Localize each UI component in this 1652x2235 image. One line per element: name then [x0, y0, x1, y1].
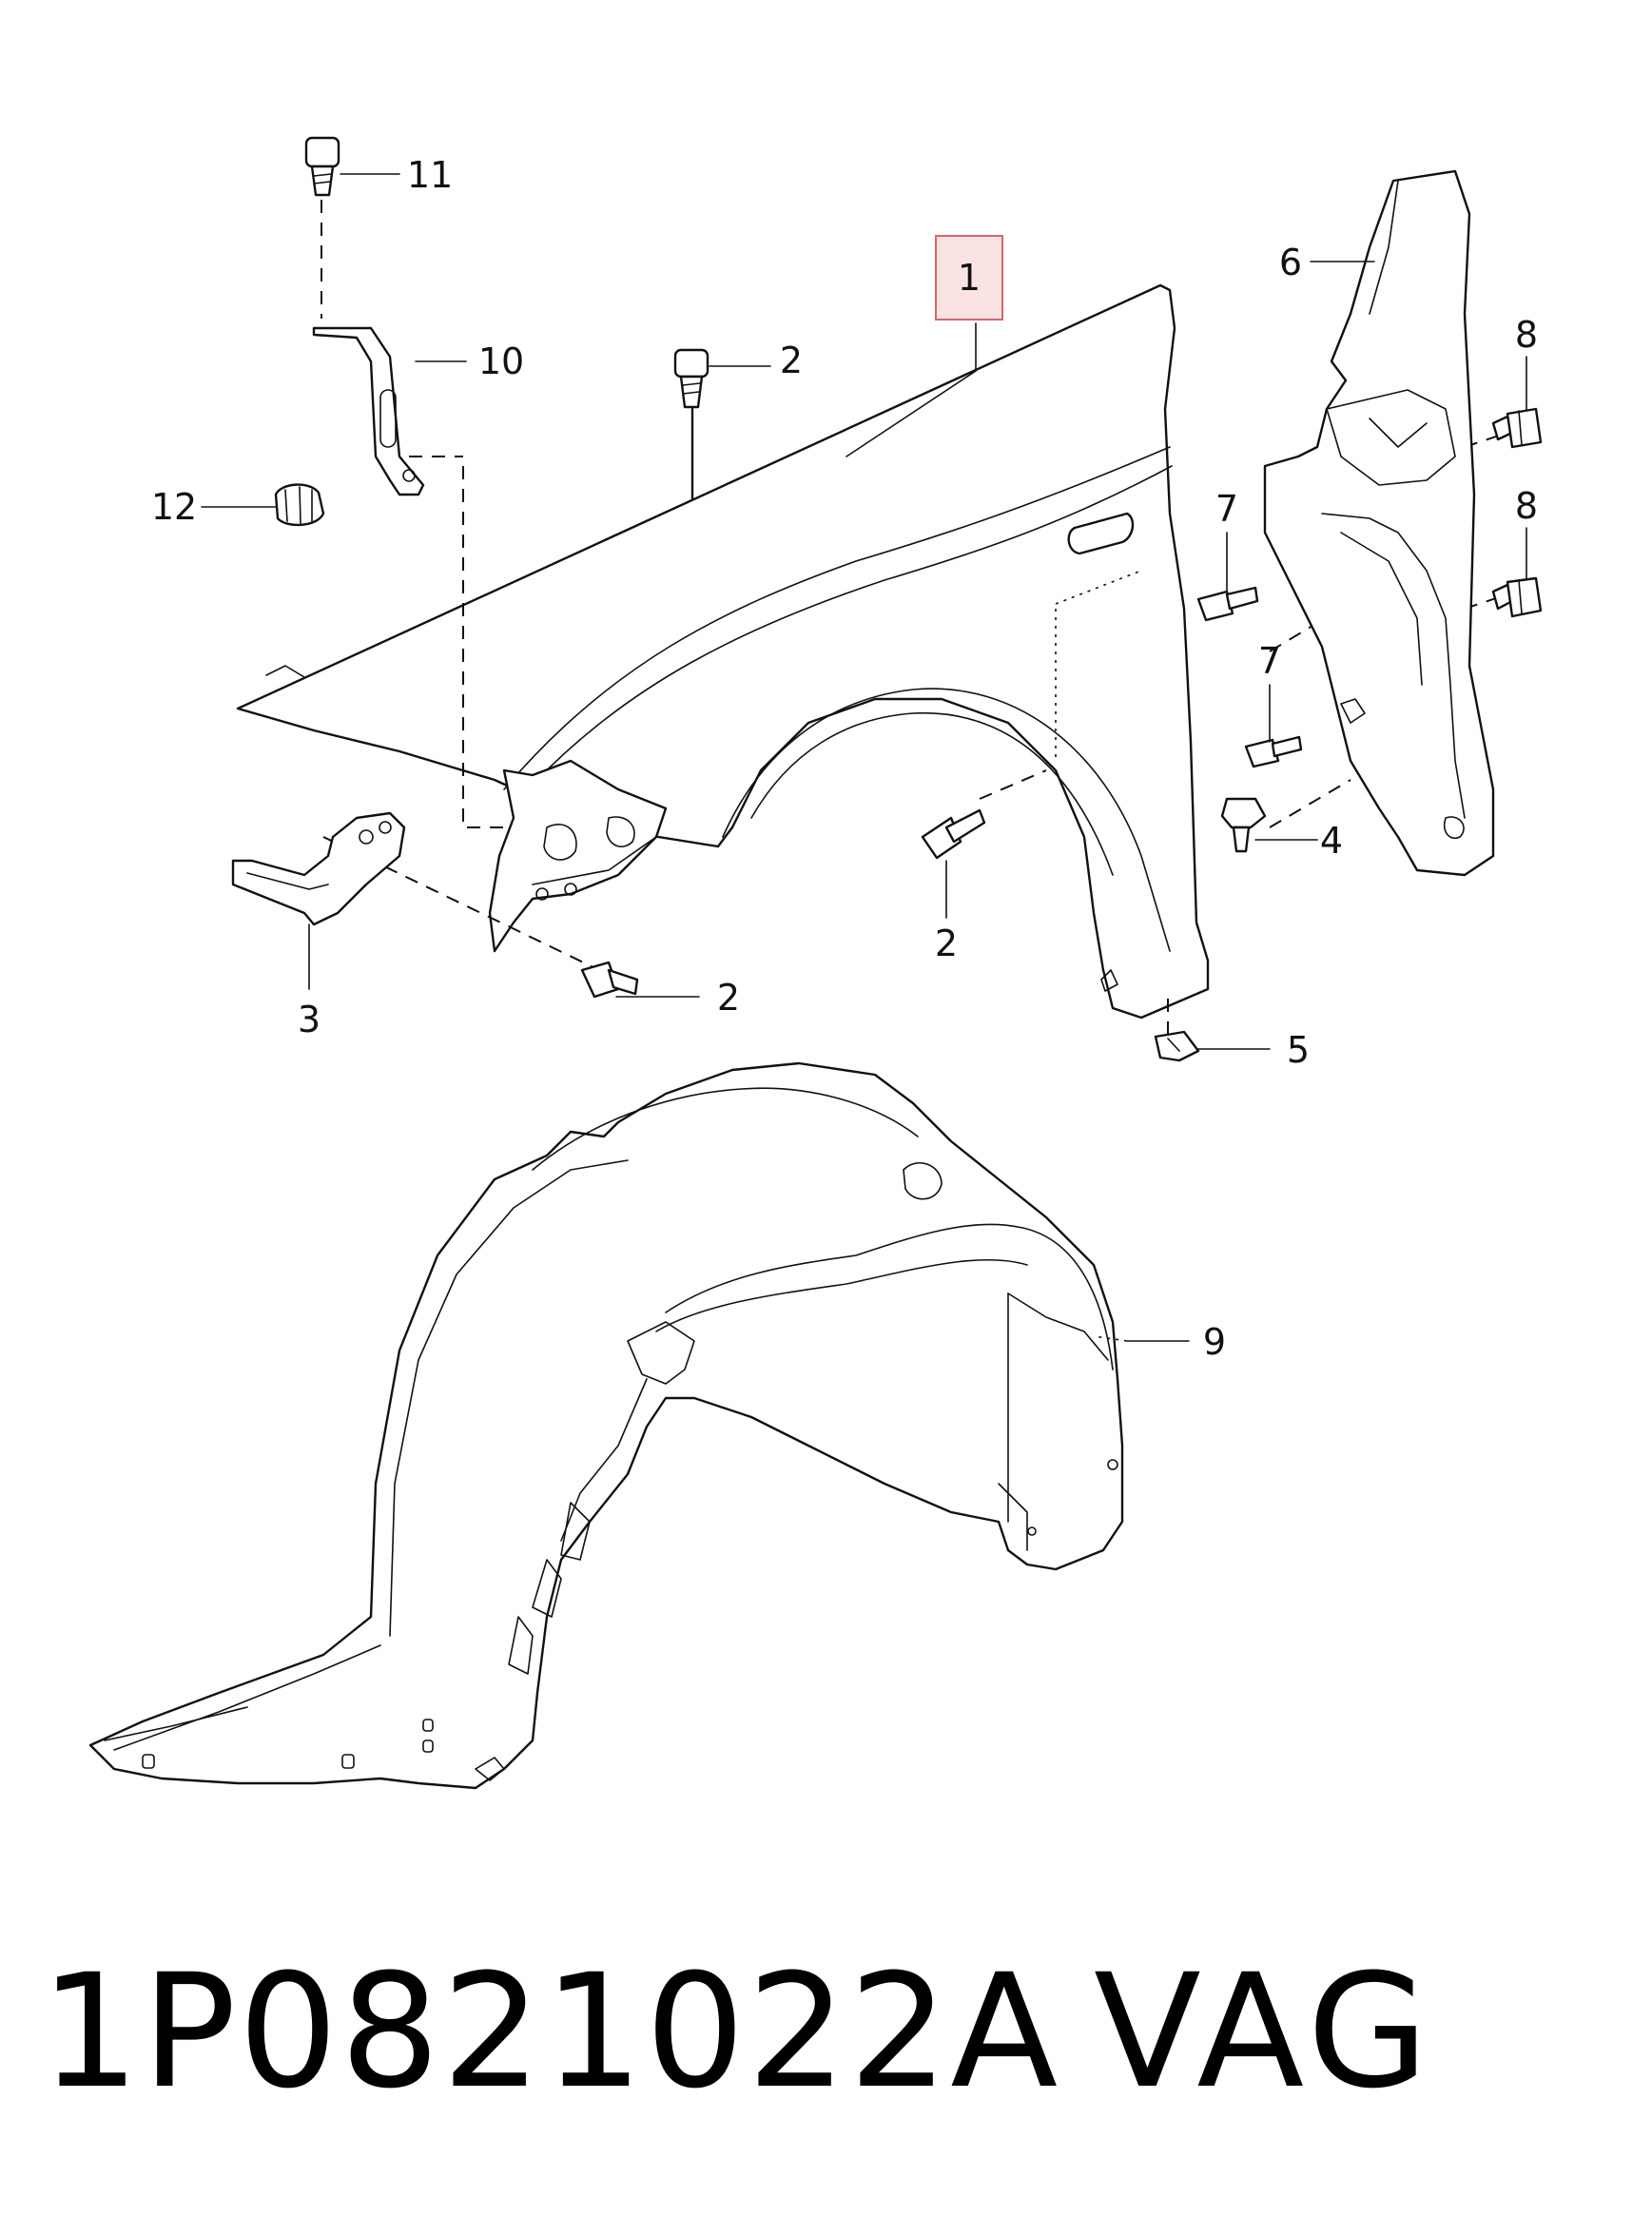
wheel-liner-9[interactable]	[88, 1061, 1124, 1790]
bolt-4[interactable]	[1220, 797, 1267, 853]
screw-7-lower[interactable]	[1244, 735, 1303, 768]
panel-6[interactable]	[1263, 169, 1495, 877]
callout-1-highlight	[935, 235, 1003, 321]
clip-8-upper[interactable]	[1491, 407, 1543, 449]
callout-3[interactable]: 3	[298, 999, 321, 1040]
callout-6[interactable]: 6	[1279, 242, 1302, 283]
screw-2-top[interactable]	[673, 348, 709, 409]
callout-8-upper[interactable]: 8	[1515, 314, 1538, 356]
leader-lines	[201, 173, 1527, 1342]
bracket-10[interactable]	[312, 326, 425, 496]
clip-12[interactable]	[274, 483, 325, 527]
callout-12[interactable]: 12	[151, 486, 197, 528]
callout-10[interactable]: 10	[478, 340, 524, 382]
clip-5[interactable]	[1154, 1030, 1200, 1062]
bracket-3[interactable]	[231, 811, 406, 926]
screw-2-middle[interactable]	[921, 808, 986, 860]
callout-1[interactable]: 1	[958, 257, 981, 299]
part-number-caption: 1P0821022A	[40, 1940, 1060, 2123]
callout-5[interactable]: 5	[1287, 1029, 1310, 1071]
callout-2-bottom[interactable]: 2	[717, 977, 740, 1019]
brand-caption: VAG	[1094, 1940, 1435, 2123]
callout-7-upper[interactable]: 7	[1215, 488, 1238, 530]
callout-11[interactable]: 11	[407, 154, 453, 196]
callout-8-lower[interactable]: 8	[1515, 485, 1538, 527]
clip-8-lower[interactable]	[1491, 576, 1543, 618]
callout-2-middle[interactable]: 2	[935, 923, 958, 964]
callout-7-lower[interactable]: 7	[1258, 640, 1281, 682]
fender-panel[interactable]	[236, 283, 1210, 1020]
callout-9[interactable]: 9	[1203, 1321, 1226, 1363]
screw-7-upper[interactable]	[1196, 586, 1259, 622]
callout-2-top[interactable]: 2	[780, 340, 803, 381]
screw-11[interactable]	[304, 136, 340, 197]
screw-2-bottom[interactable]	[580, 961, 639, 999]
callout-4[interactable]: 4	[1320, 820, 1343, 862]
